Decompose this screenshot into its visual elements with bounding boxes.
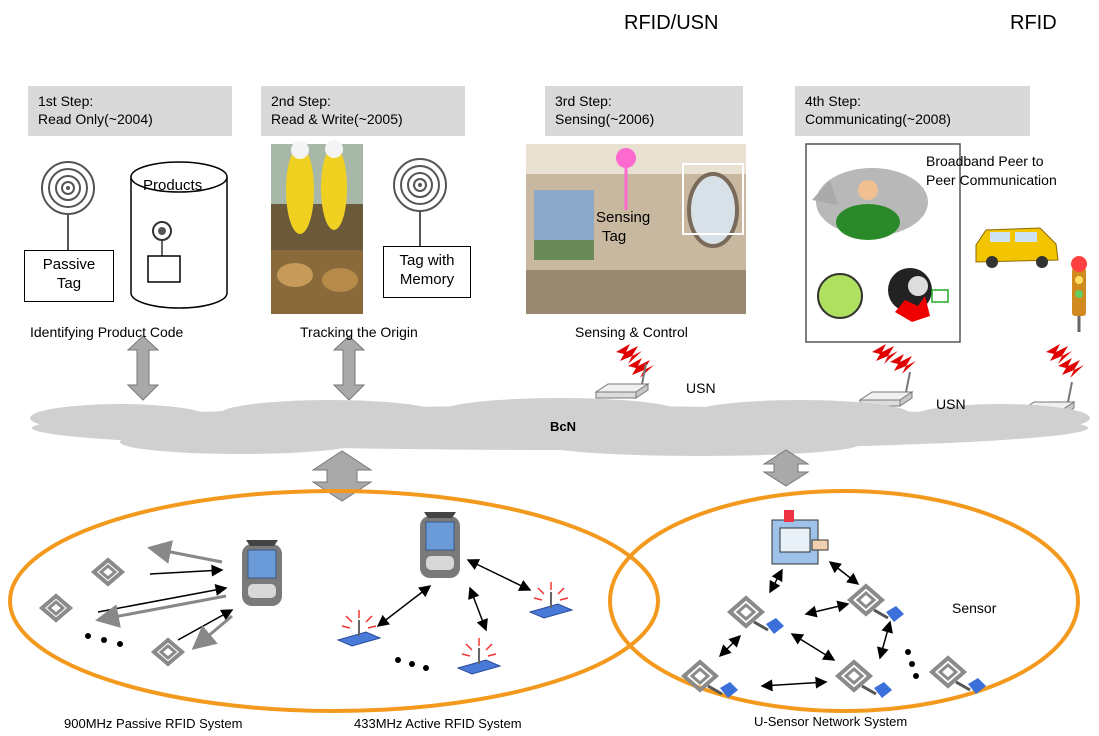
memory-tag-label-1: Tag with xyxy=(399,252,455,269)
memory-tag-box: Tag with Memory xyxy=(383,246,471,298)
lightning-icon-2 xyxy=(872,344,916,374)
rfid-system-ellipse xyxy=(8,489,660,713)
lightning-icon-1 xyxy=(616,344,654,378)
passive-tag-label-1: Passive xyxy=(42,256,96,273)
double-arrow-icon-2 xyxy=(332,335,366,401)
step-3-box: 3rd Step: Sensing(~2006) xyxy=(545,86,743,136)
step-2-box: 2nd Step: Read & Write(~2005) xyxy=(261,86,465,136)
active-system-label: 433MHz Active RFID System xyxy=(354,716,522,731)
traffic-light-icon xyxy=(1071,256,1087,332)
passive-tag-box: Passive Tag xyxy=(24,250,114,302)
step-4-box: 4th Step: Communicating(~2008) xyxy=(795,86,1030,136)
active-rfid-group xyxy=(337,511,573,675)
bcn-cloud xyxy=(30,398,1090,456)
communication-cartoon xyxy=(805,143,961,343)
step-1-box: 1st Step: Read Only(~2004) xyxy=(28,86,232,136)
broadband-line-1: Broadband Peer to xyxy=(926,153,1044,169)
sensor-network-group xyxy=(682,510,988,700)
router-icon-2 xyxy=(859,371,913,407)
step-3-caption: Sensing & Control xyxy=(575,324,688,340)
step-3-subtitle: Sensing(~2006) xyxy=(555,111,655,127)
sensor-network-label: U-Sensor Network System xyxy=(754,714,908,729)
step-1-subtitle: Read Only(~2004) xyxy=(38,111,153,127)
sensor-network-ellipse xyxy=(608,489,1080,713)
lightning-icon-3 xyxy=(1046,344,1084,378)
products-cylinder-icon xyxy=(130,161,228,309)
spiral-tag-icon-2 xyxy=(393,158,447,247)
header-rfid-usn: RFID/USN xyxy=(624,12,719,34)
passive-rfid-group xyxy=(40,539,283,666)
sensing-tag-line-1: Sensing xyxy=(596,209,651,226)
usn-label-2: USN xyxy=(936,396,966,412)
step-2-subtitle: Read & Write(~2005) xyxy=(271,111,403,127)
broadband-line-2: Peer Communication xyxy=(926,172,1057,188)
double-arrow-icon-1 xyxy=(126,335,160,401)
sensing-tag-label: Sensing Tag xyxy=(596,208,650,246)
step-4-subtitle: Communicating(~2008) xyxy=(805,111,951,127)
step-1-caption: Identifying Product Code xyxy=(30,324,184,340)
step-1-title: 1st Step: xyxy=(38,93,94,109)
sensing-tag-line-2: Tag xyxy=(602,228,627,245)
step-4-title: 4th Step: xyxy=(805,93,862,109)
bcn-label: BcN xyxy=(550,419,577,434)
passive-tag-label-2: Tag xyxy=(56,275,82,292)
memory-tag-label-2: Memory xyxy=(399,271,455,288)
passive-system-label: 900MHz Passive RFID System xyxy=(64,716,243,731)
taxi-icon xyxy=(975,227,1059,268)
tracking-photo xyxy=(271,140,363,314)
sensing-room-photo xyxy=(526,144,746,314)
header-rfid: RFID xyxy=(1010,12,1057,34)
double-arrow-icon-4 xyxy=(762,449,810,487)
sensor-label: Sensor xyxy=(952,600,997,616)
step-2-caption: Tracking the Origin xyxy=(300,324,418,340)
broadband-label: Broadband Peer to Peer Communication xyxy=(926,152,1057,190)
double-arrow-icon-3 xyxy=(311,450,373,502)
step-2-title: 2nd Step: xyxy=(271,93,331,109)
spiral-tag-icon-1 xyxy=(41,161,95,252)
usn-label-1: USN xyxy=(686,380,716,396)
products-label: Products xyxy=(143,177,203,194)
step-3-title: 3rd Step: xyxy=(555,93,612,109)
gateway-icon xyxy=(771,510,829,565)
